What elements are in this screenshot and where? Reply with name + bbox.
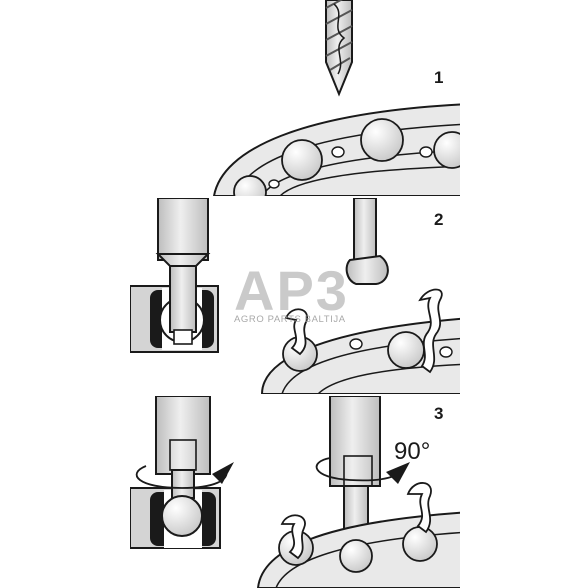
bearing-ball [433, 131, 460, 169]
drill-bit [325, 0, 353, 97]
step-number-2: 2 [434, 210, 444, 229]
bearing-1 [212, 103, 460, 196]
step-number-1: 1 [434, 68, 444, 87]
bearing-3 [256, 482, 460, 588]
bearing-ball [402, 526, 438, 562]
cross-section-2 [130, 198, 219, 353]
bearing-ball [360, 118, 404, 162]
step-number-3: 3 [434, 404, 444, 423]
rotation-angle-label: 90° [394, 438, 431, 465]
bearing-ball [233, 175, 267, 196]
panel-3-rotate [130, 396, 460, 588]
bearing-ball [339, 539, 373, 573]
bearing-ball [281, 139, 323, 181]
watermark-logo: AP3 [234, 259, 349, 322]
bearing-2 [260, 288, 460, 394]
cross-section-3 [130, 396, 234, 549]
bearing-ball [387, 331, 425, 369]
extractor-tool-2 [345, 198, 389, 285]
panel-1-drilling [212, 0, 460, 196]
panel-2-extractor [130, 198, 460, 394]
watermark-text: AGRO PARTS BALTIJA [234, 314, 346, 325]
